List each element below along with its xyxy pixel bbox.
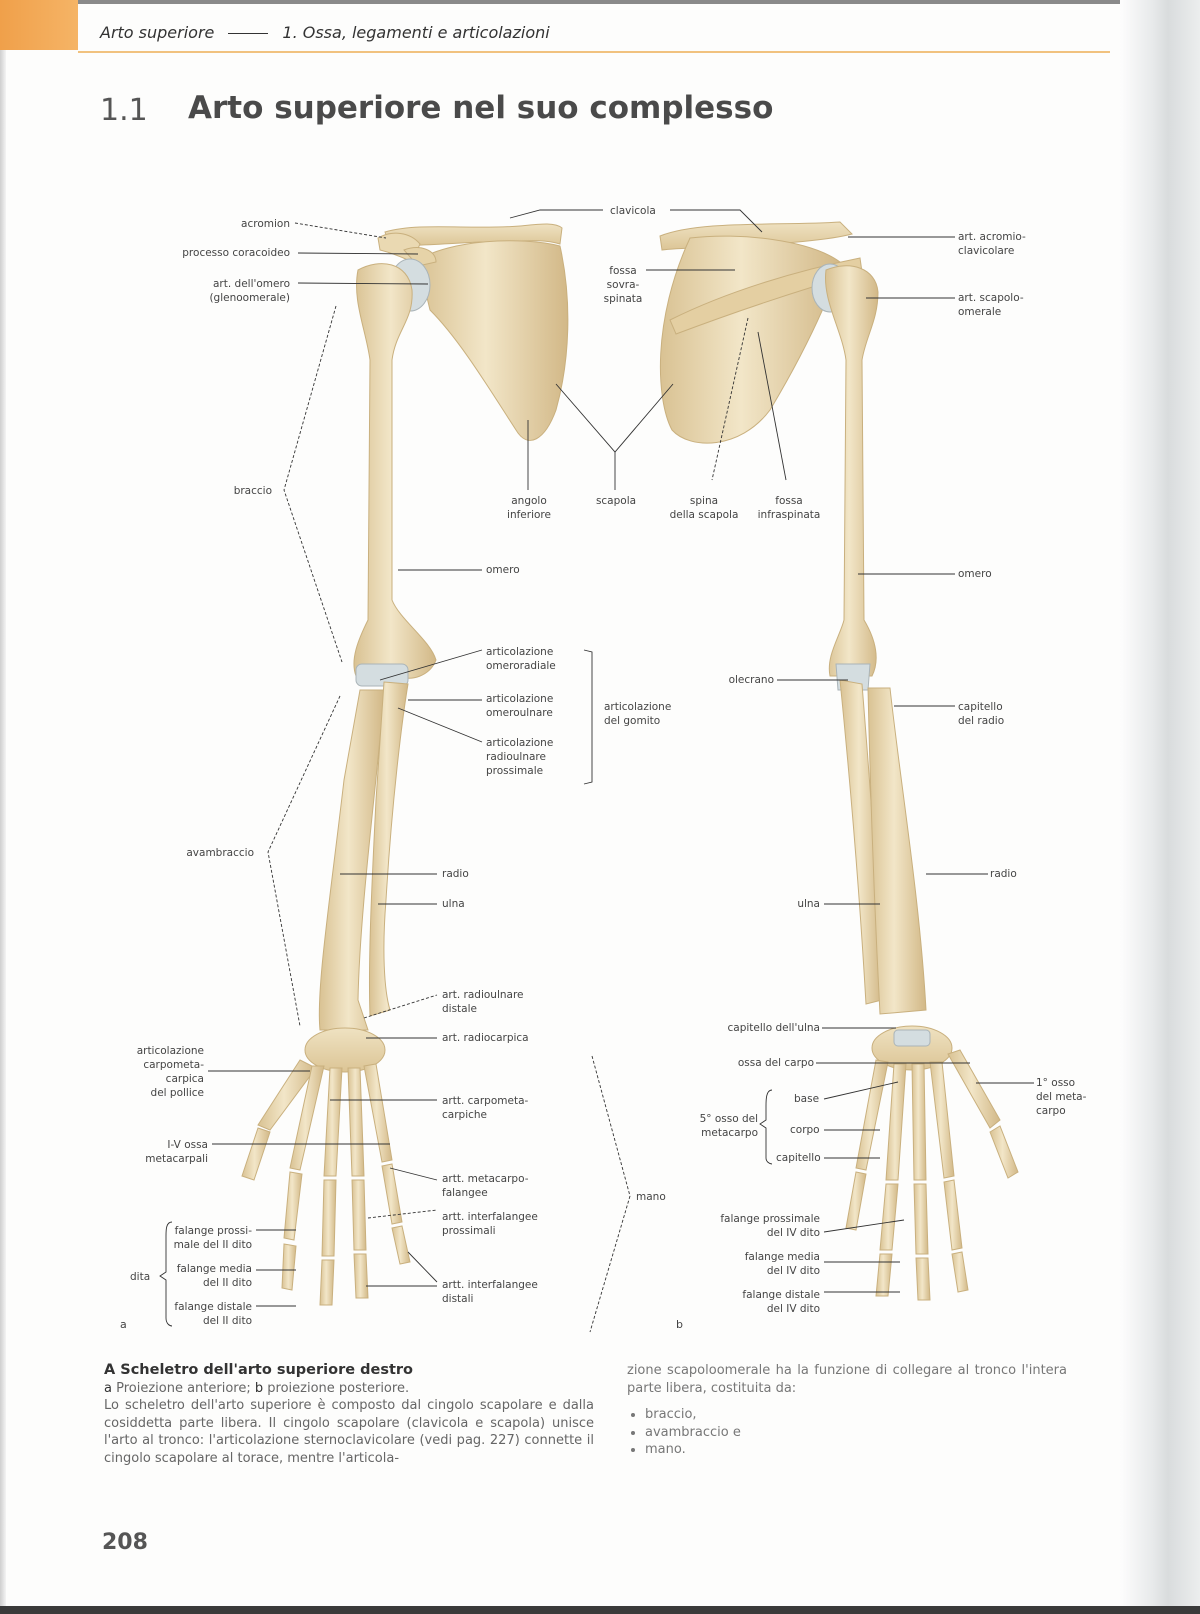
panel-label-a: a: [120, 1318, 127, 1331]
caption-key-b: b: [254, 1380, 264, 1396]
label-dita: dita: [130, 1271, 151, 1283]
label-capitello-radio: capitello del radio: [958, 701, 1005, 727]
label-capitello: capitello: [776, 1152, 821, 1164]
label-falange-prossimale-iv: falange prossimale del IV dito: [720, 1213, 820, 1239]
bullet-list: braccio, avambraccio e mano.: [627, 1406, 1067, 1459]
label-ossa-metacarpali: I-V ossa metacarpali: [145, 1139, 208, 1165]
label-angolo-inferiore: angolo inferiore: [507, 495, 551, 521]
label-acromion: acromion: [241, 218, 290, 230]
figure-caption: A Scheletro dell'arto superiore destro a…: [104, 1362, 594, 1467]
label-art-radioulnare-distale: art. radioulnare distale: [442, 989, 524, 1015]
running-head: Arto superiore 1. Ossa, legamenti e artic…: [100, 23, 550, 42]
chapter-color-tab: [0, 0, 78, 50]
caption-key-a: a: [104, 1380, 112, 1396]
label-artt-interfalangee-distali: artt. interfalangee distali: [442, 1279, 538, 1305]
bullet-item: avambraccio e: [645, 1424, 1067, 1442]
label-ulna-a: ulna: [442, 898, 465, 910]
label-fossa-sovraspinata: fossa sovra- spinata: [603, 265, 643, 305]
label-omero-a: omero: [486, 564, 520, 576]
label-falange-distale-ii: falange distale del II dito: [174, 1301, 252, 1327]
label-falange-prossimale-ii: falange prossi- male del II dito: [173, 1225, 252, 1251]
label-art-radiocarpica: art. radiocarpica: [442, 1032, 529, 1044]
label-mano: mano: [636, 1191, 666, 1203]
label-base: base: [794, 1093, 820, 1105]
page-left-edge: [0, 50, 6, 1614]
label-art-omeroulnare: articolazione omeroulnare: [486, 693, 554, 719]
label-art-omero: art. dell'omero (glenoomerale): [209, 278, 290, 304]
label-capitello-ulna: capitello dell'ulna: [727, 1022, 820, 1034]
label-omero-b: omero: [958, 568, 992, 580]
scan-top-edge: [0, 0, 1200, 4]
page-number: 208: [102, 1530, 148, 1555]
label-braccio: braccio: [233, 485, 272, 497]
label-clavicola: clavicola: [610, 205, 656, 217]
label-fossa-infraspinata: fossa infraspinata: [757, 495, 821, 521]
section-title: Arto superiore nel suo complesso: [188, 90, 774, 126]
label-ossa-carpo: ossa del carpo: [737, 1057, 814, 1069]
running-head-separator: [228, 33, 269, 34]
label-artt-interfalangee-prossimali: artt. interfalangee prossimali: [442, 1211, 538, 1237]
label-primo-metacarpo: 1° osso del meta- carpo: [1036, 1077, 1087, 1117]
label-falange-media-ii: falange media del II dito: [176, 1263, 252, 1289]
scan-bottom-edge: [0, 1606, 1200, 1614]
bullet-item: braccio,: [645, 1406, 1067, 1424]
label-artt-carpometacarpiche: artt. carpometa- carpiche: [442, 1095, 529, 1121]
label-art-omeroradiale: articolazione omeroradiale: [486, 646, 556, 672]
label-art-acromioclavicolare: art. acromio- clavicolare: [958, 231, 1026, 257]
panel-label-b: b: [676, 1318, 683, 1331]
label-ulna-b: ulna: [797, 898, 820, 910]
page-gutter-shadow: [1120, 0, 1200, 1614]
figure-b-bones: [659, 221, 1019, 1301]
label-spina-scapola: spina della scapola: [669, 495, 739, 521]
label-scapola: scapola: [595, 495, 637, 507]
caption-sub-a: Proiezione anteriore;: [111, 1380, 255, 1396]
label-avambraccio: avambraccio: [186, 847, 254, 859]
header-rule: [78, 51, 1110, 53]
label-processo-coracoideo: processo coracoideo: [182, 247, 290, 259]
caption-subtitle: a Proiezione anteriore; b proiezione pos…: [104, 1380, 594, 1398]
label-art-gomito: articolazione del gomito: [604, 701, 672, 727]
body-column-2: zione scapoloomerale ha la funzione di c…: [627, 1362, 1067, 1459]
figure-a-bones: [241, 223, 569, 1306]
label-artt-metacarpofalangee: artt. metacarpo- falangee: [442, 1173, 529, 1199]
label-radio-b: radio: [990, 868, 1017, 880]
label-falange-distale-iv: falange distale del IV dito: [742, 1289, 820, 1315]
running-head-subchapter: 1. Ossa, legamenti e articolazioni: [282, 23, 550, 42]
label-art-carpometacarpica-pollice: articolazione carpometa- carpica del pol…: [136, 1045, 204, 1099]
leader-lines: [159, 209, 1034, 1333]
section-number: 1.1: [100, 93, 148, 128]
label-falange-media-iv: falange media del IV dito: [744, 1251, 820, 1277]
caption-sub-b: proiezione posteriore.: [263, 1380, 410, 1396]
label-art-radioulnare-prossimale: articolazione radioulnare prossimale: [486, 737, 554, 777]
column2-text: zione scapoloomerale ha la funzione di c…: [627, 1363, 1067, 1396]
label-radio-a: radio: [442, 868, 469, 880]
label-olecrano: olecrano: [728, 674, 774, 686]
label-corpo: corpo: [790, 1124, 820, 1136]
caption-title: A Scheletro dell'arto superiore destro: [104, 1362, 414, 1378]
label-quinto-metacarpo: 5° osso del metacarpo: [699, 1113, 758, 1139]
label-art-scapoloomerale: art. scapolo- omerale: [958, 292, 1024, 318]
bullet-item: mano.: [645, 1441, 1067, 1459]
caption-body: Lo scheletro dell'arto superiore è compo…: [104, 1398, 594, 1466]
running-head-chapter: Arto superiore: [100, 23, 215, 42]
